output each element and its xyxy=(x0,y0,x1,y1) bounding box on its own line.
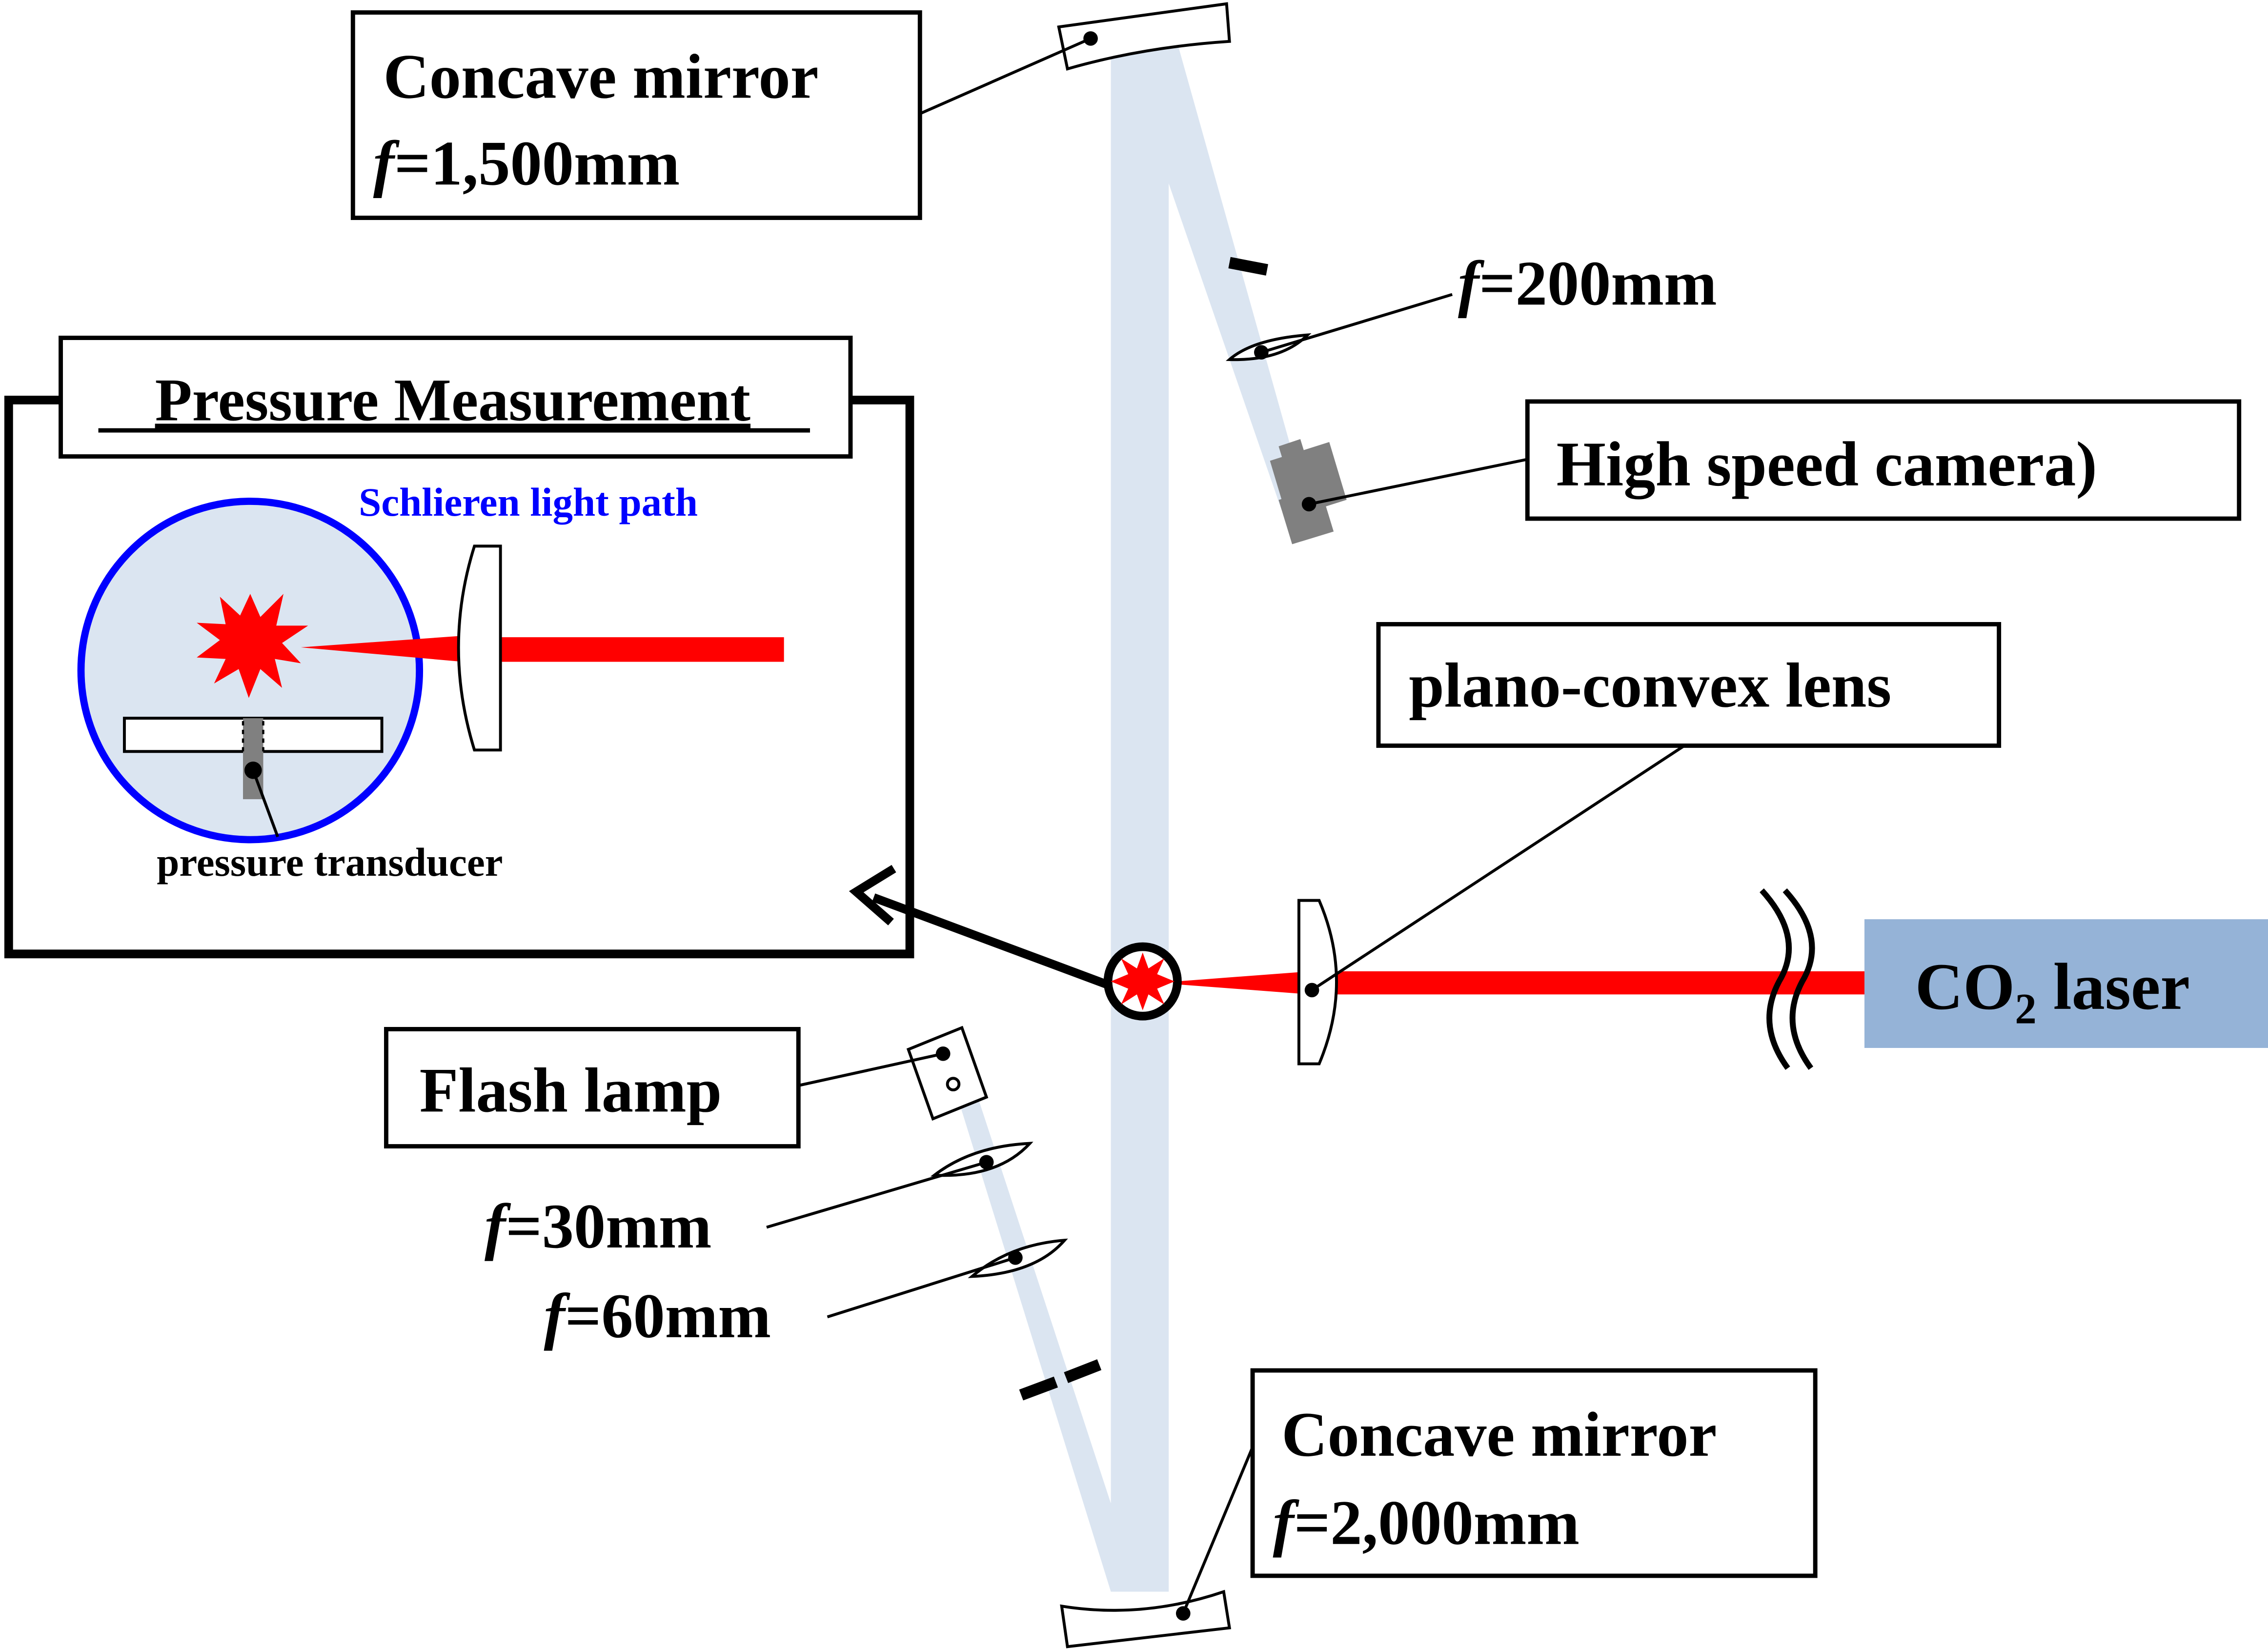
flash-lamp-label-box xyxy=(384,1027,801,1148)
transducer-label: pressure transducer xyxy=(157,840,503,885)
plano-lens-label: plano-convex lens xyxy=(1409,650,1891,721)
plano-lens-label-box xyxy=(1376,622,2002,748)
inset-lens xyxy=(457,544,502,752)
knife-edge-bottom-right xyxy=(1064,1359,1102,1383)
pressure-measurement-inset: Pressure Measurement Schlieren light pat… xyxy=(4,336,914,959)
schlieren-beam xyxy=(957,27,1308,1592)
laser-label-main: CO xyxy=(1915,950,2015,1024)
inset-laser-focus xyxy=(301,636,463,662)
svg-text:f=30mm: f=30mm xyxy=(485,1191,711,1262)
mirror-top-focal: =1,500mm xyxy=(394,128,680,199)
mirror-bottom-title: Concave mirror xyxy=(1281,1400,1717,1470)
concave-mirror-top: Concave mirror f=1,500mm xyxy=(350,2,1231,220)
knife-edge-top xyxy=(1228,257,1268,276)
plano-convex-lens xyxy=(1297,899,1338,1066)
schlieren-label: Schlieren light path xyxy=(359,480,698,524)
camera-label-box xyxy=(1525,399,2242,521)
mirror-bottom-label-box xyxy=(1250,1368,1818,1578)
laser-label-tail: laser xyxy=(2037,950,2190,1024)
flash-lamp-icon xyxy=(906,1026,989,1121)
mirror-bottom-focal: =2,000mm xyxy=(1294,1488,1580,1558)
test-chamber xyxy=(1103,942,1182,1021)
laser-label-sub: 2 xyxy=(2015,985,2036,1033)
svg-text:CO2 laser: CO2 laser xyxy=(1915,950,2190,1033)
svg-text:f=1,500mm: f=1,500mm xyxy=(373,128,680,199)
camera-optics: f=200mm High speed camera) xyxy=(1225,248,2242,544)
source-optics: f=30mm f=60mm xyxy=(485,1142,1102,1401)
mirror-top-label-box xyxy=(350,10,922,220)
svg-text:f=200mm: f=200mm xyxy=(1458,248,1717,319)
flash-lamp-label: Flash lamp xyxy=(420,1055,722,1126)
laser-focus-cone xyxy=(1157,971,1311,995)
co2-laser-system: CO2 laser plano-convex lens xyxy=(1157,622,2268,1070)
concave-mirror-bottom: Concave mirror f=2,000mm xyxy=(1060,1368,1818,1649)
lens-60-label: =60mm xyxy=(565,1281,771,1351)
knife-edge-bottom-left xyxy=(1019,1376,1058,1401)
inset-title: Pressure Measurement xyxy=(155,366,750,433)
camera-label: High speed camera) xyxy=(1557,429,2097,500)
svg-text:f=60mm: f=60mm xyxy=(544,1281,771,1351)
chamber-spark xyxy=(1111,952,1174,1010)
laser-box xyxy=(1864,919,2268,1048)
inset-laser-beam xyxy=(463,637,784,662)
lens-200-label: =200mm xyxy=(1479,248,1717,319)
svg-text:f=2,000mm: f=2,000mm xyxy=(1273,1488,1580,1558)
lens-30-label: =30mm xyxy=(506,1191,711,1262)
mirror-top-title: Concave mirror xyxy=(384,41,819,112)
beam-break-right xyxy=(1782,888,1815,1070)
inset-spark xyxy=(197,594,308,698)
flash-lamp-group: Flash lamp xyxy=(384,1026,989,1148)
zoom-arrow xyxy=(849,865,1108,988)
beam-break-left xyxy=(1760,888,1792,1070)
